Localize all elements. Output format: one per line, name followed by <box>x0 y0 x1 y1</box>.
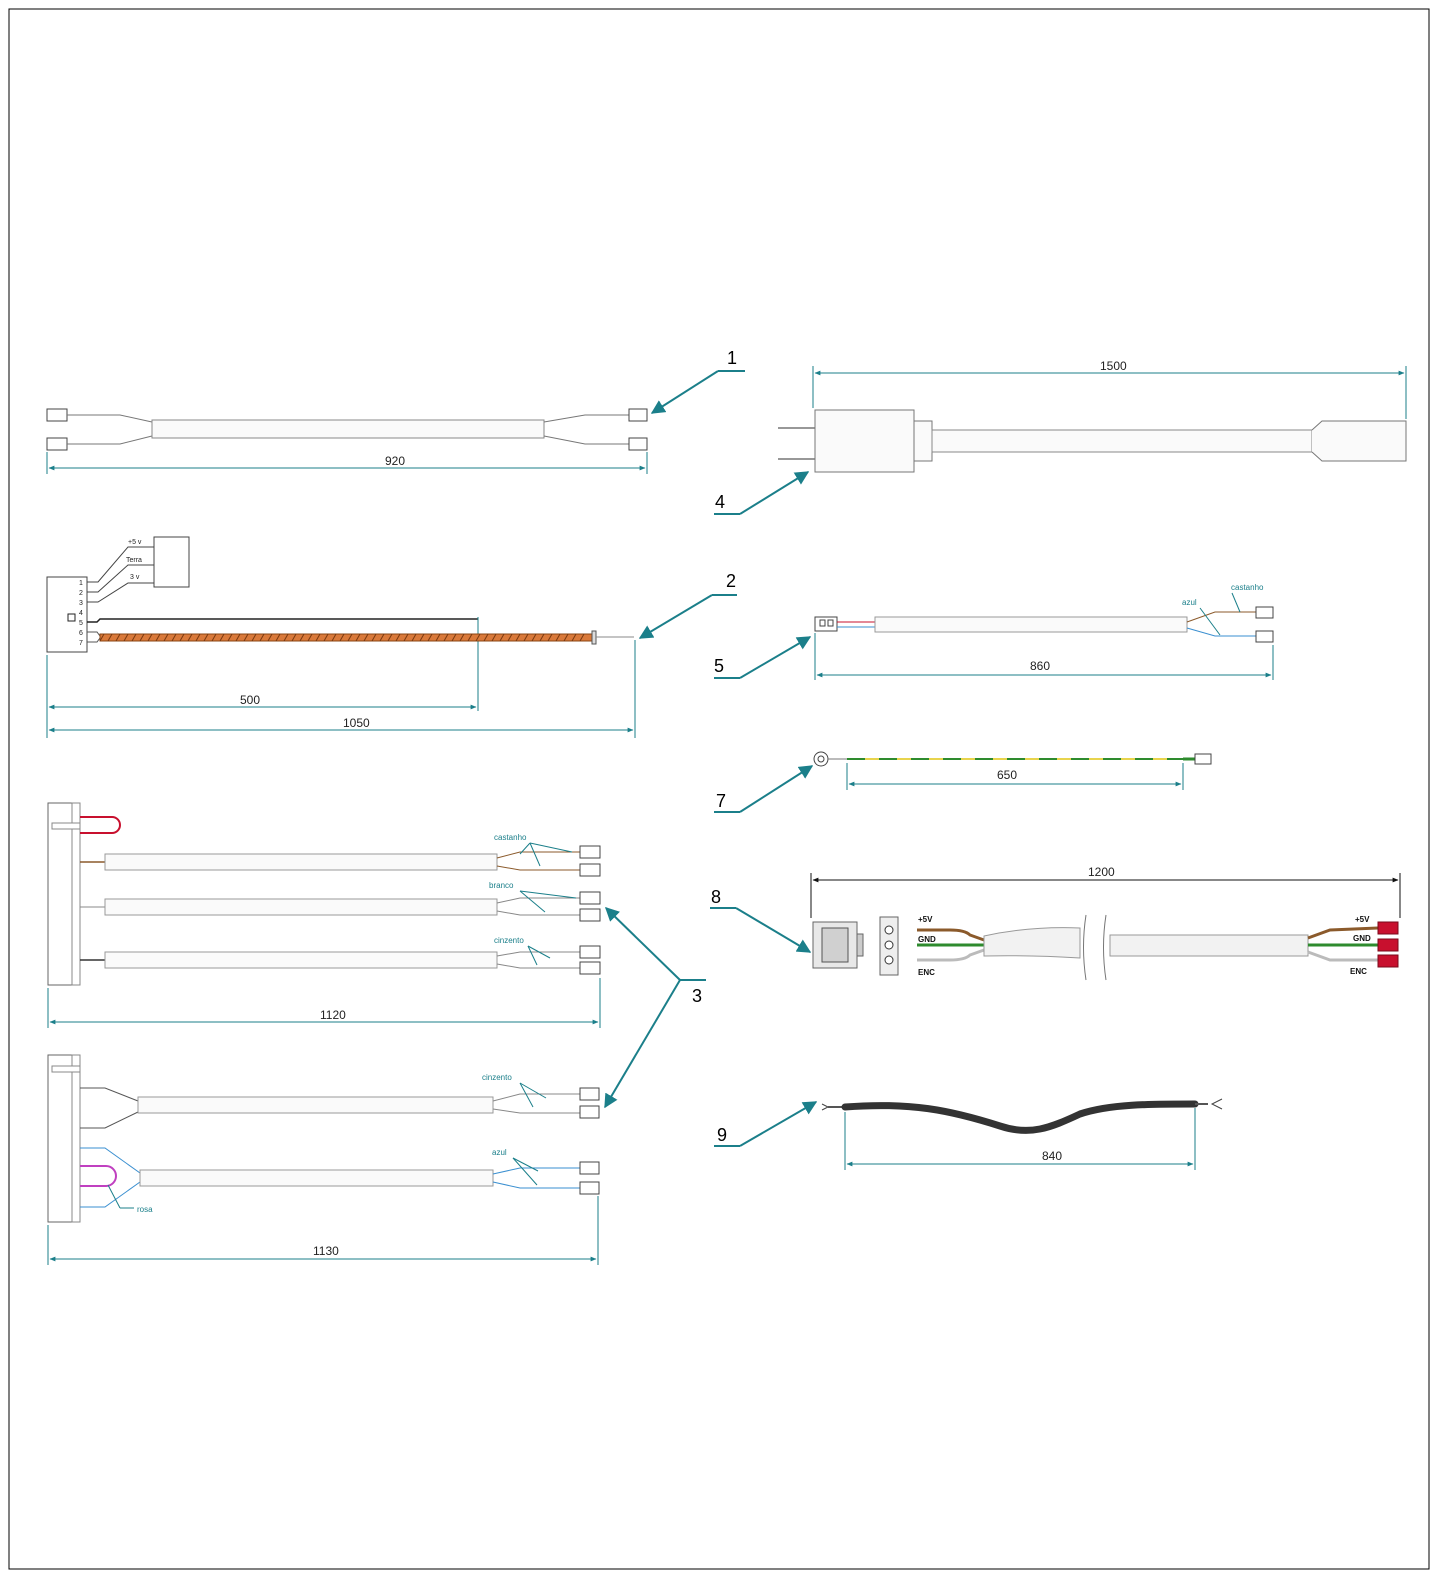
label-right-gnd: GND <box>1353 934 1371 943</box>
callout-number-5: 5 <box>714 656 724 676</box>
dimension-860: 860 <box>1030 659 1050 673</box>
page-border <box>8 8 1430 1570</box>
wire-label-castanho: castanho <box>494 833 527 842</box>
dimension-1200: 1200 <box>1088 865 1115 879</box>
label-right-enc: ENC <box>1350 967 1367 976</box>
callout-8: 8 <box>710 887 812 953</box>
pin-label-5v: +5 v <box>128 539 142 546</box>
label-left-5v: +5V <box>918 915 933 924</box>
callout-number-7: 7 <box>716 791 726 811</box>
callout-1: 1 <box>650 348 745 414</box>
callout-number-1: 1 <box>727 348 737 368</box>
part-4-power-cord: 1500 <box>778 359 1407 473</box>
wire-label-cinzento-lower: cinzento <box>482 1073 512 1082</box>
callout-2: 2 <box>638 571 737 639</box>
callout-7: 7 <box>714 765 814 813</box>
part-3-upper-harness: castanho branco cinzento 1120 <box>47 802 601 1028</box>
callout-number-3: 3 <box>692 986 702 1006</box>
dimension-500: 500 <box>240 693 260 707</box>
svg-text:3: 3 <box>79 600 83 607</box>
label-left-enc: ENC <box>918 968 935 977</box>
svg-text:6: 6 <box>79 630 83 637</box>
callout-3: 3 <box>604 907 706 1109</box>
dimension-1120: 1120 <box>320 1008 346 1022</box>
dimension-1050: 1050 <box>343 716 370 730</box>
pin-label-3v: 3 v <box>130 574 140 581</box>
callout-5: 5 <box>714 636 812 679</box>
wire-label-castanho-5: castanho <box>1231 583 1264 592</box>
svg-text:2: 2 <box>79 590 83 597</box>
callout-number-9: 9 <box>717 1125 727 1145</box>
dimension-1130: 1130 <box>313 1244 339 1258</box>
part-3-lower-harness: cinzento azul rosa 1130 <box>47 1054 600 1265</box>
callout-4: 4 <box>714 471 810 515</box>
svg-text:1: 1 <box>79 580 83 587</box>
dimension-650: 650 <box>997 768 1017 782</box>
part-5-cable: castanho azul 860 <box>814 583 1274 680</box>
wire-label-branco: branco <box>489 881 514 890</box>
callout-9: 9 <box>714 1101 818 1147</box>
svg-text:7: 7 <box>79 640 83 647</box>
callout-number-8: 8 <box>711 887 721 907</box>
wire-label-azul-lower: azul <box>492 1148 507 1157</box>
dimension-840: 840 <box>1042 1149 1062 1163</box>
dimension-920: 920 <box>385 454 405 468</box>
part-1-cable: 920 <box>46 408 648 474</box>
wire-label-rosa: rosa <box>137 1205 153 1214</box>
svg-text:4: 4 <box>79 610 83 617</box>
part-7-ground-wire: 650 <box>813 751 1212 790</box>
wire-label-azul-5: azul <box>1182 598 1197 607</box>
label-right-5v: +5V <box>1355 915 1370 924</box>
part-9-black-cable: 840 <box>821 1098 1223 1170</box>
part-2-sensor-cable: 1 2 3 4 5 6 7 +5 v Terra 3 v 500 1050 <box>46 536 636 738</box>
part-8-encoder-cable: 1200 +5V GND ENC +5V GND ENC <box>810 865 1401 981</box>
callout-number-2: 2 <box>726 571 736 591</box>
dimension-1500: 1500 <box>1100 359 1127 373</box>
label-left-gnd: GND <box>918 935 936 944</box>
pin-label-terra: Terra <box>126 557 142 564</box>
wire-label-cinzento-upper: cinzento <box>494 936 524 945</box>
svg-text:5: 5 <box>79 620 83 627</box>
callout-number-4: 4 <box>715 492 725 512</box>
